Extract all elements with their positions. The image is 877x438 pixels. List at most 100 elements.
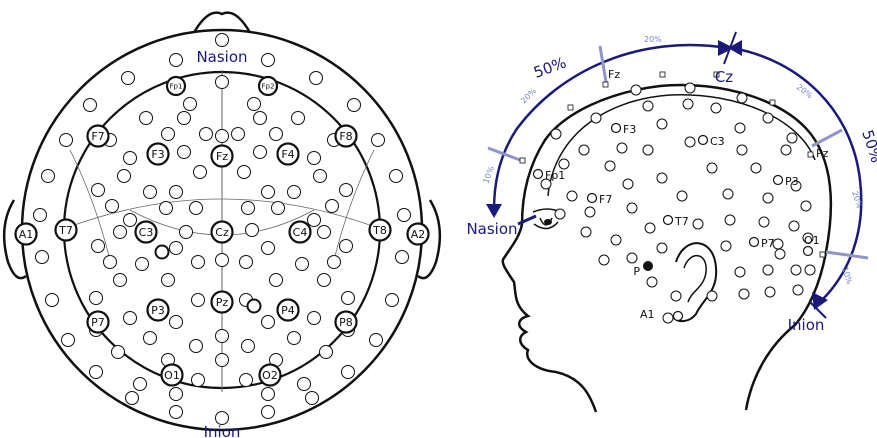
pct-right-50: 50%: [858, 128, 877, 165]
electrode-dot: [271, 201, 285, 215]
electrode-dot: [261, 387, 275, 401]
side-electrode-dot: [642, 100, 654, 112]
electrode-dot: [111, 345, 125, 359]
side-electrode-dot: [626, 202, 638, 214]
electrode-dot: [215, 329, 229, 343]
electrode-dot: [177, 111, 191, 125]
side-electrode-dot: [598, 254, 610, 266]
side-electrode-dot: [590, 112, 602, 124]
electrode-dot: [261, 53, 275, 67]
electrode-dot: [113, 225, 127, 239]
side-electrode-label-t7: T7: [674, 215, 689, 228]
side-electrode-dot: [584, 206, 596, 218]
electrode-pz: [210, 290, 234, 314]
electrode-dot: [169, 387, 183, 401]
electrode-cz: [210, 220, 234, 244]
electrode-dot: [113, 273, 127, 287]
electrode-dot: [199, 127, 213, 141]
right-ear-outline: [417, 199, 442, 280]
electrode-label-o2: O2: [262, 369, 278, 382]
electrode-dot: [193, 165, 207, 179]
side-electrode-dot: [734, 266, 746, 278]
side-electrode-dot: [670, 290, 682, 302]
electrode-dot: [239, 255, 253, 269]
top-nasion-label: Nasion: [196, 48, 247, 66]
side-electrode-dot: [736, 92, 748, 104]
side-electrode-dot: [724, 214, 736, 226]
electrode-dot: [239, 373, 253, 387]
side-electrode-dot: [662, 312, 674, 324]
electrode-label-c3: C3: [139, 226, 154, 239]
electrode-dot: [371, 133, 385, 147]
top-inion-label: Inion: [204, 423, 241, 438]
left-guide: [69, 149, 111, 261]
side-electrode-a1: [672, 310, 684, 322]
electrode-dot: [191, 255, 205, 269]
side-electrode-dot: [642, 144, 654, 156]
side-electrode-f3: [610, 122, 622, 134]
side-electrode-dot: [676, 190, 688, 202]
electrode-dot: [261, 185, 275, 199]
electrode-dot: [317, 273, 331, 287]
electrode-dot: [307, 151, 321, 165]
nasion-tick: [517, 214, 537, 226]
side-electrode-dot: [578, 144, 590, 156]
electrode-dot: [261, 315, 275, 329]
side-electrode-dot: [734, 122, 746, 134]
side-electrode-dot: [656, 118, 668, 130]
electrode-fz: [210, 144, 234, 168]
side-ear-outline: [671, 242, 718, 322]
side-electrode-dot: [616, 142, 628, 154]
electrode-dot: [121, 71, 135, 85]
side-electrode-label-f7: F7: [599, 193, 612, 206]
electrode-dot: [33, 208, 47, 222]
electrode-dot: [45, 293, 59, 307]
electrode-dot: [369, 333, 383, 347]
side-electrode-fp1: [532, 168, 544, 180]
electrode-p8: [334, 310, 358, 334]
side-electrode-dot: [692, 218, 704, 230]
pct-left-50: 50%: [531, 53, 568, 81]
side-inner-curve: [547, 94, 816, 197]
electrode-dot: [135, 257, 149, 271]
top-small-electrodes: [33, 33, 411, 425]
pct-front-10: 10%: [481, 165, 496, 185]
electrode-dot: [327, 255, 341, 269]
side-electrode-dot: [656, 172, 668, 184]
electrode-dot: [389, 169, 403, 183]
side-electrode-dot: [604, 160, 616, 172]
electrode-label-f8: F8: [339, 130, 352, 143]
electrode-a2: [406, 222, 430, 246]
electrode-dot: [215, 129, 229, 143]
electrode-fp1: [165, 75, 187, 97]
electrode-dot: [89, 291, 103, 305]
side-electrode-label-p3: P3: [785, 175, 799, 188]
side-electrode-dot: [802, 232, 814, 244]
electrode-dot: [287, 185, 301, 199]
electrode-dot: [339, 239, 353, 253]
electrode-dot: [91, 239, 105, 253]
electrode-t8: [368, 218, 392, 242]
electrode-label-t8: T8: [372, 224, 387, 237]
electrode-dot: [325, 199, 339, 213]
electrode-dot: [319, 345, 333, 359]
side-electrode-dot: [622, 178, 634, 190]
cz-marker: [723, 31, 737, 65]
electrode-dot: [287, 331, 301, 345]
electrode-dot: [169, 405, 183, 419]
electrode-dot: [41, 169, 55, 183]
electrode-dot: [143, 331, 157, 345]
electrode-c4: [288, 220, 312, 244]
electrode-label-f7: F7: [91, 130, 104, 143]
electrode-dot: [123, 311, 137, 325]
electrode-dot: [125, 391, 139, 405]
electrode-p3: [146, 298, 170, 322]
electrode-dot: [291, 111, 305, 125]
side-electrode-dot: [762, 192, 774, 204]
right-guide: [333, 149, 375, 261]
side-electrode-label-f3: F3: [623, 123, 636, 136]
electrode-dot: [215, 75, 229, 89]
